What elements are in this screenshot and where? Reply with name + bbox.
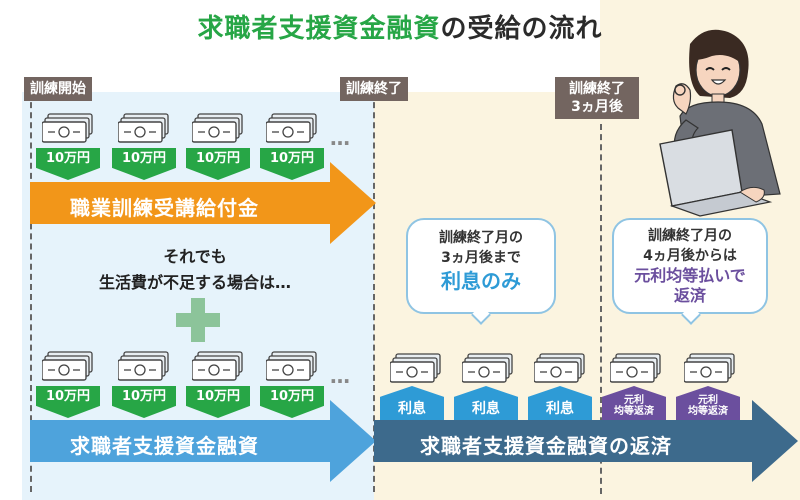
interest-bubble-line2: 3ヵ月後まで bbox=[441, 250, 521, 266]
banknote-stack-icon bbox=[610, 353, 661, 383]
top-ellipsis: … bbox=[330, 126, 351, 150]
banknote-stack-icon bbox=[266, 351, 317, 381]
tag-training-start: 訓練開始 bbox=[24, 77, 92, 101]
equal-repay-label-1-line1: 元利 bbox=[624, 395, 644, 406]
plus-icon bbox=[176, 298, 220, 342]
equal-repay-bubble: 訓練終了月の 4ヵ月後からは 元利均等払いで 返済 bbox=[612, 218, 768, 314]
tag-three-months-line2: 3ヵ月後 bbox=[571, 99, 623, 115]
tag-three-months-line1: 訓練終了 bbox=[569, 81, 625, 97]
title-rest: の受給の流れ bbox=[440, 14, 603, 44]
equal-repay-label-1-line2: 均等返済 bbox=[614, 406, 654, 417]
interest-bubble-emph: 利息のみ bbox=[441, 269, 521, 293]
repay-arrow bbox=[374, 400, 798, 482]
loan-arrow bbox=[30, 400, 376, 482]
equal-bubble-emph2: 返済 bbox=[673, 286, 706, 305]
repay-arrow-label: 求職者支援資金融資の返済 bbox=[420, 434, 672, 458]
equal-repay-label-2-line1: 元利 bbox=[698, 395, 718, 406]
benefit-arrow-label: 職業訓練受講給付金 bbox=[70, 196, 259, 220]
banknote-stack-icon bbox=[266, 113, 317, 143]
person-laptop-illustration bbox=[659, 29, 781, 217]
equal-bubble-line2: 4ヵ月後からは bbox=[643, 248, 737, 264]
loan-arrow-label: 求職者支援資金融資 bbox=[70, 434, 259, 458]
equal-bubble-emph1: 元利均等払いで bbox=[634, 266, 746, 285]
divider-three-months bbox=[600, 124, 602, 494]
banknote-stack-icon bbox=[118, 113, 169, 143]
banknote-stack-icon bbox=[192, 351, 243, 381]
banknote-stack-icon bbox=[42, 351, 93, 381]
banknote-stack-icon bbox=[390, 353, 441, 383]
tag-training-end: 訓練終了 bbox=[340, 77, 408, 101]
insufficient-funds-note: それでも 生活費が不足する場合は… bbox=[60, 244, 330, 296]
note-line2: 生活費が不足する場合は… bbox=[98, 273, 291, 292]
interest-only-bubble: 訓練終了月の 3ヵ月後まで 利息のみ bbox=[406, 218, 556, 314]
page-title: 求職者支援資金融資の受給の流れ bbox=[0, 8, 800, 45]
banknote-stack-icon bbox=[462, 353, 513, 383]
banknote-stack-icon bbox=[192, 113, 243, 143]
banknote-stack-icon bbox=[684, 353, 735, 383]
equal-repay-label-2-line2: 均等返済 bbox=[688, 406, 728, 417]
banknote-stack-icon bbox=[534, 353, 585, 383]
equal-bubble-line1: 訓練終了月の bbox=[648, 228, 732, 244]
divider-training-start bbox=[30, 92, 32, 492]
interest-bubble-line1: 訓練終了月の bbox=[439, 230, 523, 246]
banknote-stack-icon bbox=[42, 113, 93, 143]
bottom-ellipsis: … bbox=[330, 364, 351, 388]
note-line1: それでも bbox=[163, 247, 227, 266]
title-highlight: 求職者支援資金融資 bbox=[197, 14, 441, 44]
tag-three-months-after: 訓練終了 3ヵ月後 bbox=[555, 77, 639, 119]
banknote-stack-icon bbox=[118, 351, 169, 381]
benefit-arrow bbox=[30, 162, 376, 244]
divider-training-end bbox=[373, 92, 375, 492]
